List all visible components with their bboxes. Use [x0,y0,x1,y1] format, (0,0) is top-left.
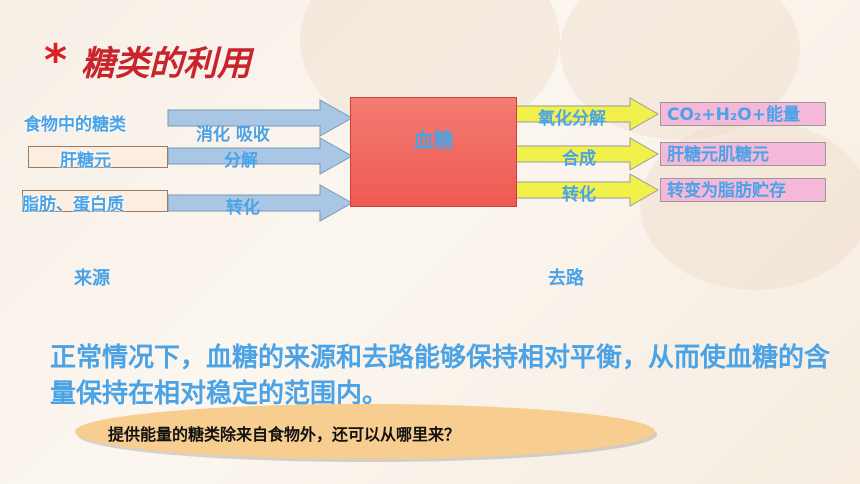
process-oxidize: 氧化分解 [538,109,606,129]
arrow-out-3 [515,173,660,207]
arrow-in-3 [167,184,354,222]
blood-sugar-label: 血糖 [413,128,454,152]
blood-sugar-box: 血糖 [350,97,517,207]
process-convert-out: 转化 [562,185,596,205]
title-text: 糖类的利用 [81,44,252,84]
arrow-out-2 [515,137,660,171]
output-glycogen: 肝糖元肌糖元 [660,142,826,166]
output-energy: CO₂+H₂O+能量 [660,102,826,126]
balance-statement: 正常情况下，血糖的来源和去路能够保持相对平衡，从而使血糖的含量保持在相对稳定的范… [50,343,831,409]
arrow-out-1 [515,97,660,131]
output-fat-storage: 转变为脂肪贮存 [660,178,826,202]
source-fat-protein: 脂肪、蛋白质 [22,195,124,215]
arrow-in-1 [167,99,354,137]
source-box-2 [28,146,168,168]
slide-title: * 糖类的利用 [44,36,251,85]
process-synthesize: 合成 [562,149,596,169]
source-box-3 [22,190,168,212]
process-digest-absorb: 消化 吸收 [196,125,270,145]
question-text: 提供能量的糖类除来自食物外，还可以从哪里来？ [108,425,461,444]
arrow-in-2 [167,137,354,175]
label-destination: 去路 [548,268,584,289]
asterisk-icon: * [44,34,68,86]
source-food-sugar: 食物中的糖类 [24,115,126,135]
question-bubble [75,404,655,459]
process-convert-in: 转化 [226,198,260,218]
process-decompose: 分解 [224,151,258,171]
source-liver-glycogen: 肝糖元 [60,151,111,171]
label-source: 来源 [74,268,110,289]
